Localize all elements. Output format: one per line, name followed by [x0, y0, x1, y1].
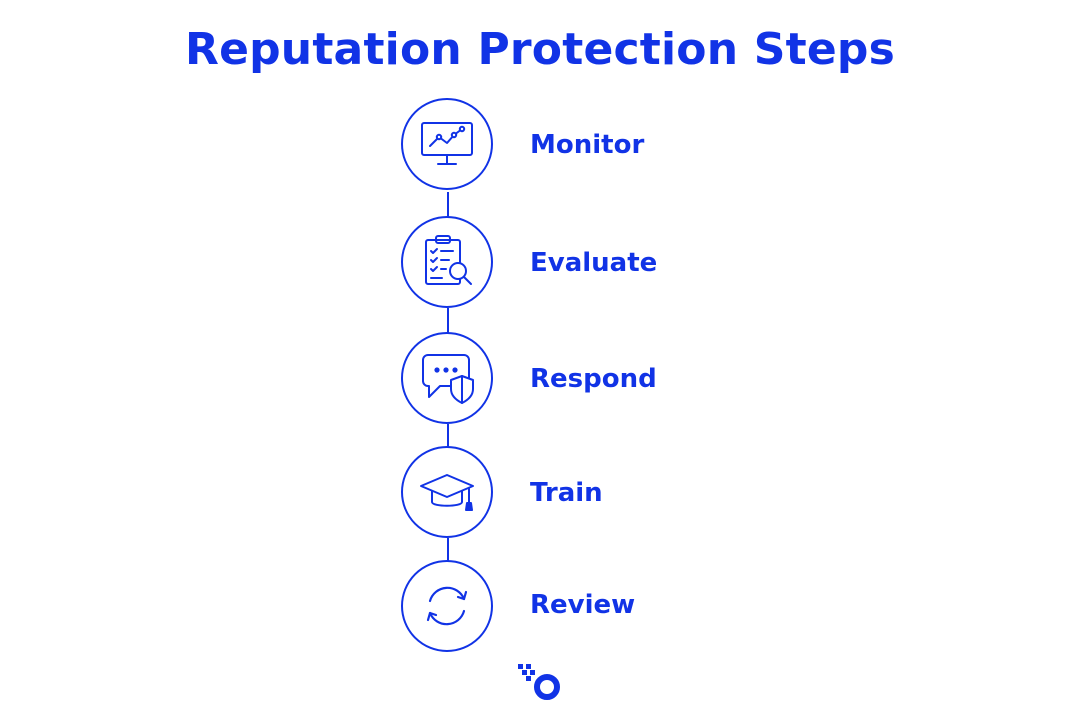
- step-label-monitor: Monitor: [530, 130, 645, 160]
- chat-shield-icon: [422, 354, 474, 404]
- step-connector-4: [447, 538, 449, 562]
- step-circle-respond: [401, 332, 493, 424]
- monitor-chart-icon: [421, 122, 473, 165]
- step-label-evaluate: Evaluate: [530, 248, 658, 278]
- graduation-cap-icon: [420, 474, 474, 511]
- step-connector-3: [447, 424, 449, 448]
- brand-logo-icon: [518, 664, 560, 700]
- step-label-respond: Respond: [530, 364, 657, 394]
- step-connector-2: [447, 308, 449, 334]
- step-circle-train: [401, 446, 493, 538]
- step-label-train: Train: [530, 478, 603, 508]
- step-connector-1: [447, 192, 449, 218]
- refresh-cycle-icon: [426, 586, 468, 626]
- step-circle-monitor: [401, 98, 493, 190]
- clipboard-search-icon: [425, 235, 472, 285]
- step-circle-review: [401, 560, 493, 652]
- page-title: Reputation Protection Steps: [184, 24, 896, 75]
- step-circle-evaluate: [401, 216, 493, 308]
- step-label-review: Review: [530, 590, 636, 620]
